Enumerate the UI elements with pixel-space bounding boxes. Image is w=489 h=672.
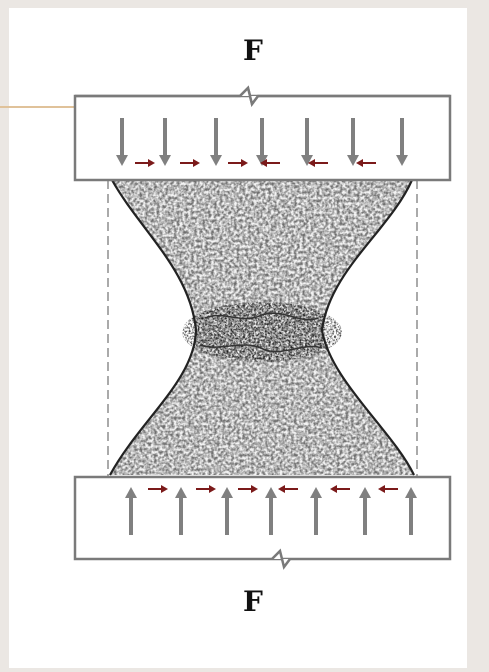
- bottom-platen: [73, 475, 452, 570]
- break-mark-icon: [271, 548, 291, 570]
- compression-arrow-icon: [175, 487, 187, 535]
- friction-arrow-icon: [135, 159, 155, 167]
- friction-arrow-icon: [308, 159, 328, 167]
- bottom-friction-arrows: [148, 485, 398, 493]
- friction-arrow-icon: [260, 159, 280, 167]
- compression-arrow-icon: [347, 118, 359, 166]
- compression-arrow-icon: [301, 118, 313, 166]
- break-mark-icon: [239, 85, 259, 107]
- bottom-compression-arrows: [125, 487, 417, 535]
- friction-arrow-icon: [378, 485, 398, 493]
- friction-arrow-icon: [356, 159, 376, 167]
- friction-arrow-icon: [180, 159, 200, 167]
- friction-arrow-icon: [330, 485, 350, 493]
- compression-arrow-icon: [310, 487, 322, 535]
- friction-arrow-icon: [278, 485, 298, 493]
- compression-arrow-icon: [125, 487, 137, 535]
- compression-arrow-icon: [116, 118, 128, 166]
- top-force-label: F: [243, 34, 263, 67]
- compression-arrow-icon: [159, 118, 171, 166]
- top-platen: [73, 85, 452, 182]
- top-friction-arrows: [135, 159, 376, 167]
- friction-arrow-icon: [148, 485, 168, 493]
- compression-arrow-icon: [210, 118, 222, 166]
- compression-arrow-icon: [359, 487, 371, 535]
- bottom-force-label: F: [243, 585, 263, 618]
- compression-arrow-icon: [265, 487, 277, 535]
- top-compression-arrows: [116, 118, 408, 166]
- compression-arrow-icon: [256, 118, 268, 166]
- fractured-specimen: [109, 179, 415, 476]
- friction-arrow-icon: [228, 159, 248, 167]
- friction-arrow-icon: [238, 485, 258, 493]
- compression-arrow-icon: [396, 118, 408, 166]
- compression-arrow-icon: [221, 487, 233, 535]
- compression-arrow-icon: [405, 487, 417, 535]
- friction-arrow-icon: [196, 485, 216, 493]
